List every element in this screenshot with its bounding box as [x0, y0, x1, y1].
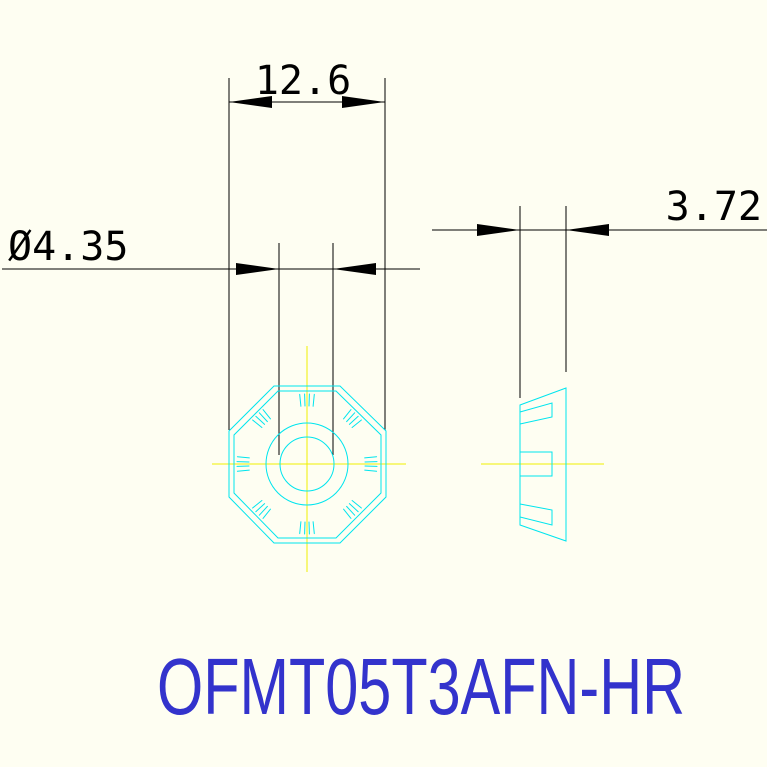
chip-breaker-serrations [236, 393, 378, 535]
bore-arrow-right [333, 263, 376, 275]
serration-tick [236, 456, 250, 459]
side-groove-bottom [519, 503, 553, 526]
width-arrow-right [342, 96, 385, 108]
serration-tick [343, 508, 352, 519]
serration-tick [255, 415, 266, 425]
insert-outline [228, 385, 387, 544]
serration-tick [312, 521, 315, 535]
width-dimension-label: 12.6 [255, 58, 351, 104]
insert-inner-bore [279, 436, 335, 492]
serration-tick [312, 393, 315, 407]
insert-top-view [212, 346, 406, 572]
thickness-dimension-label: 3.72 [666, 184, 762, 230]
serration-tick [252, 500, 263, 509]
side-groove-middle [519, 451, 553, 477]
serration-tick [343, 409, 352, 420]
serration-tick [364, 469, 378, 472]
serration-tick [364, 456, 378, 459]
serration-tick [252, 419, 263, 428]
bore-arrow-left [236, 263, 279, 275]
side-groove-top [519, 402, 553, 425]
serration-tick [348, 503, 359, 513]
serration-tick [351, 500, 362, 509]
serration-tick [299, 393, 302, 407]
serration-tick [255, 503, 266, 513]
serration-tick [299, 521, 302, 535]
thickness-arrow-left [477, 224, 520, 236]
top-view-centerlines [212, 346, 406, 572]
serration-tick [346, 505, 356, 516]
serration-tick [236, 469, 250, 472]
side-profile-outline [519, 387, 567, 542]
insert-chamfer-edge [233, 390, 382, 539]
serration-tick [262, 409, 271, 420]
width-arrow-left [229, 96, 272, 108]
serration-tick [258, 412, 268, 423]
serration-tick [262, 508, 271, 519]
serration-tick [258, 505, 268, 516]
serration-tick [351, 419, 362, 428]
serration-tick [348, 415, 359, 425]
bore-dimension-label: Ø4.35 [8, 224, 128, 270]
thickness-arrow-right [566, 224, 609, 236]
insert-outer-bore [265, 422, 349, 506]
insert-side-view [481, 387, 604, 542]
part-number-title: OFMT05T3AFN-HR [157, 642, 685, 731]
serration-tick [346, 412, 356, 423]
